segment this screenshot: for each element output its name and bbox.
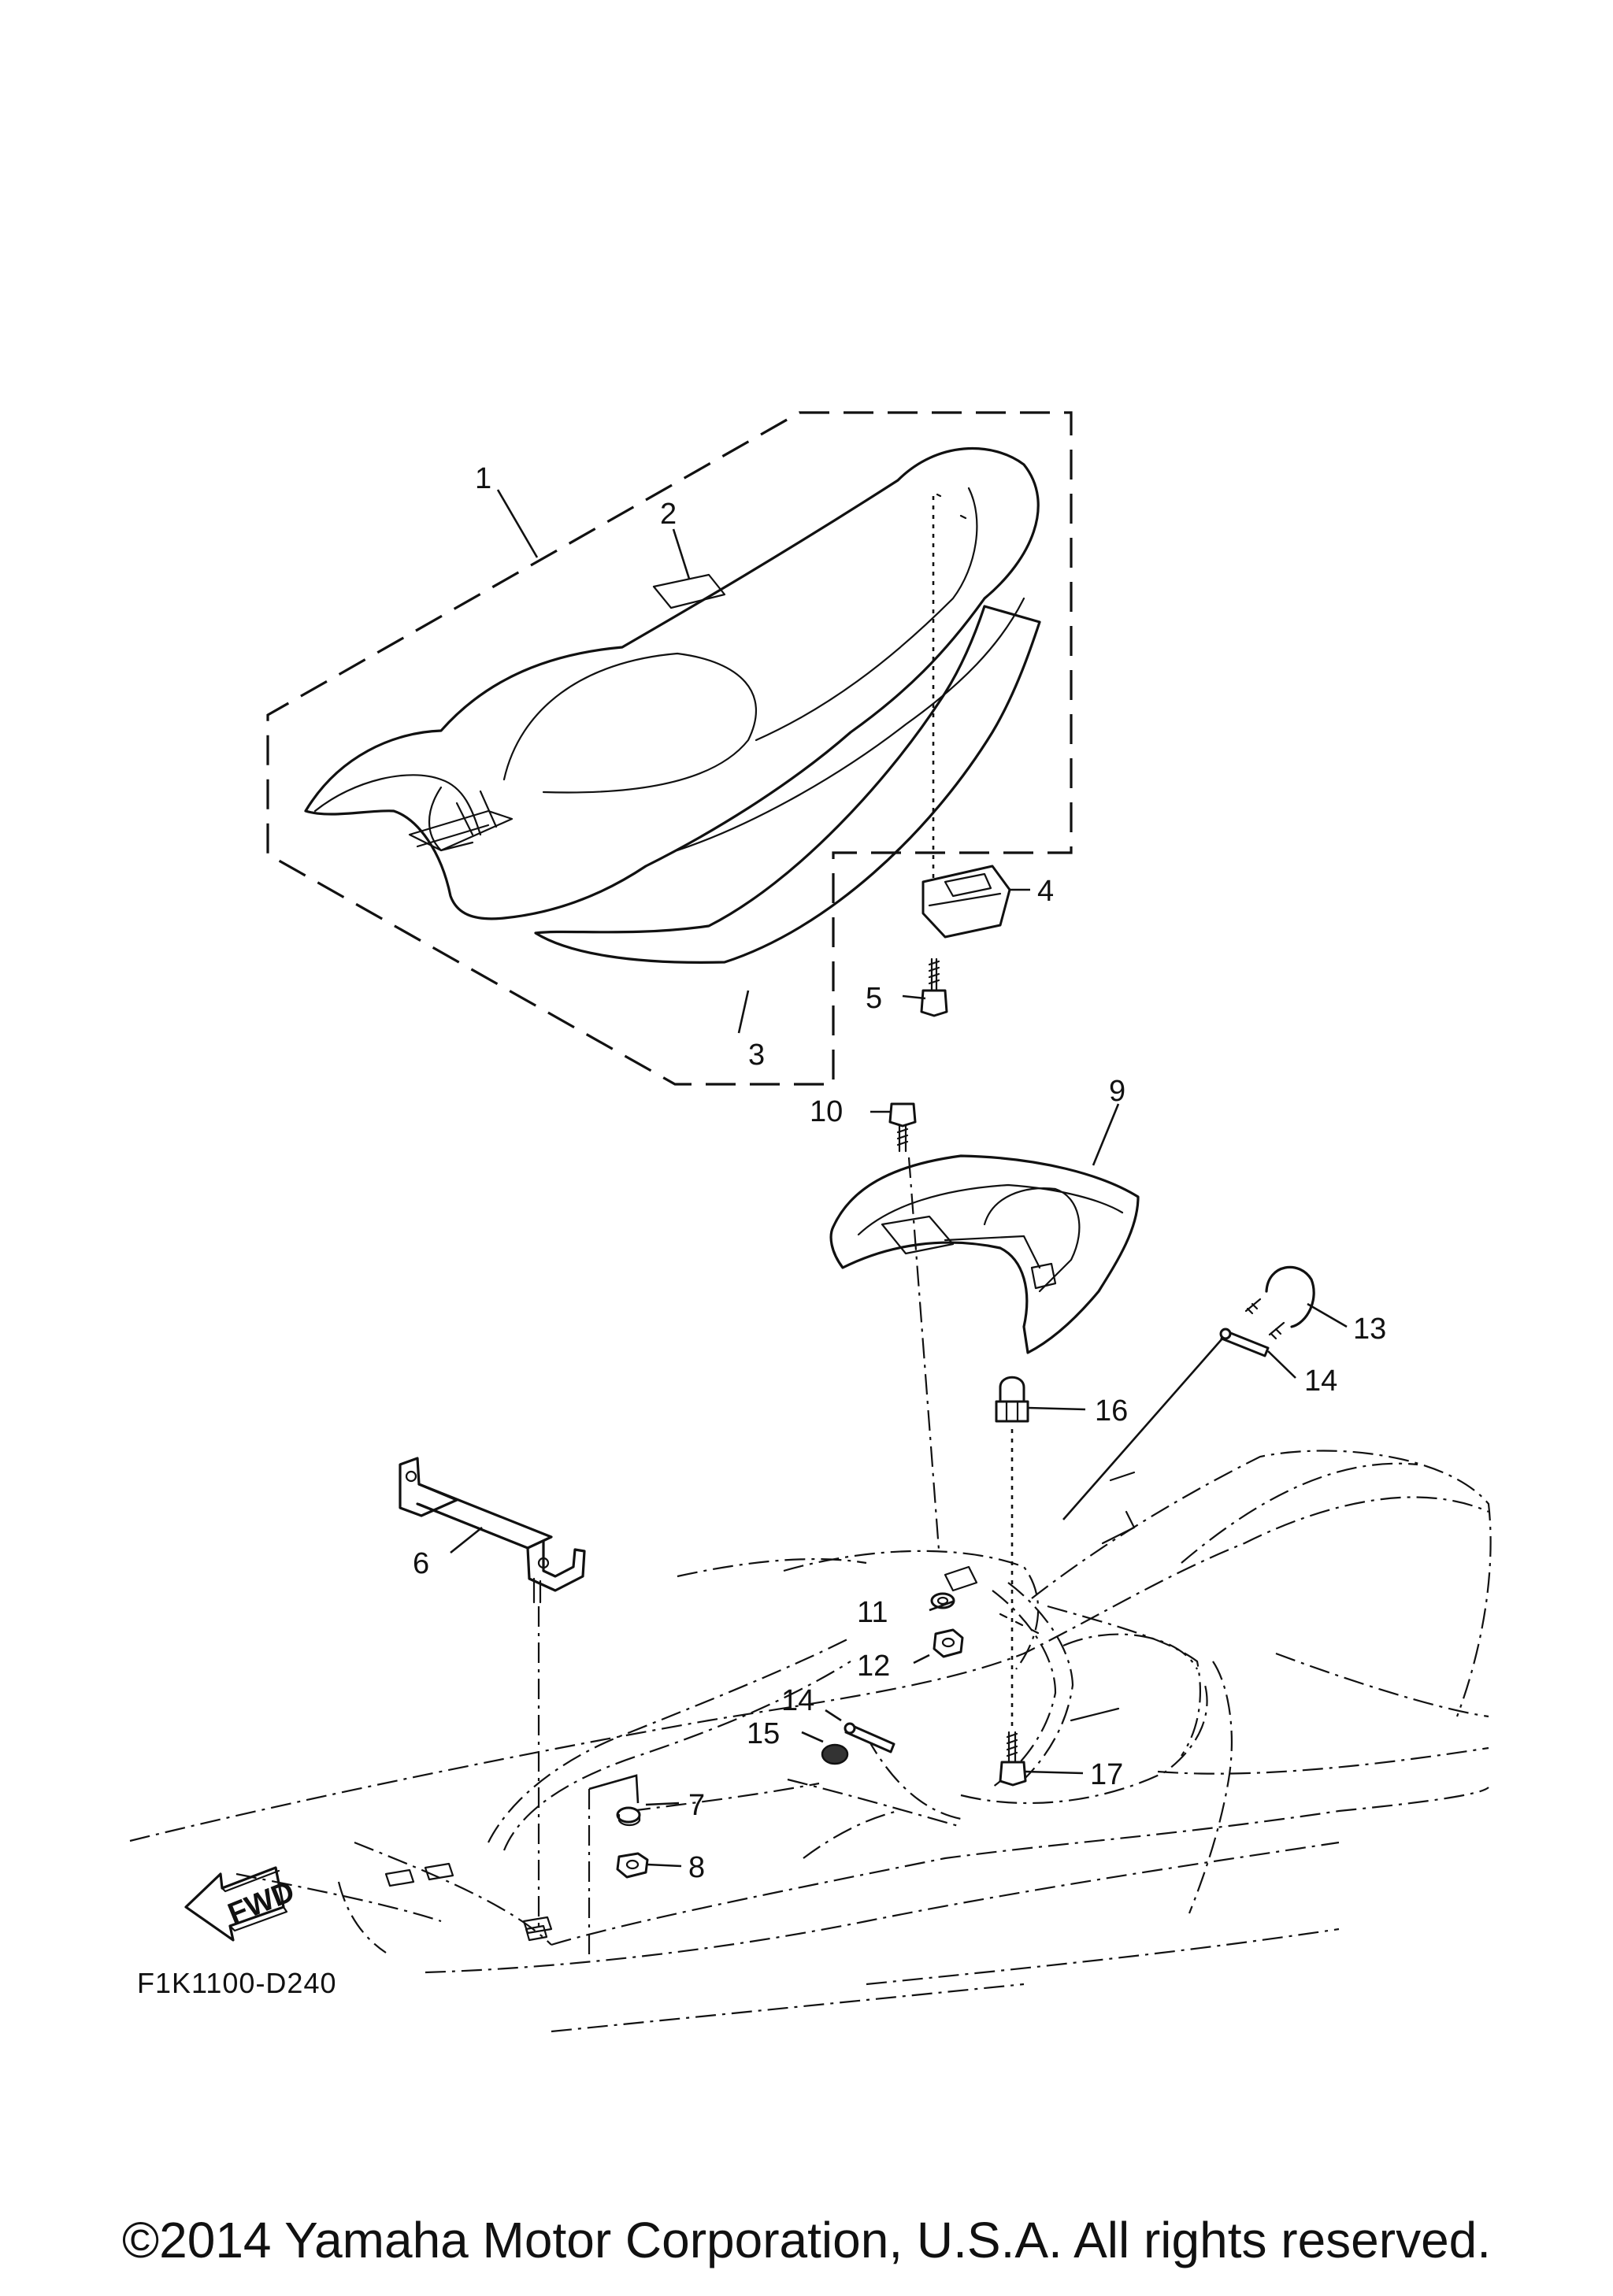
callout-6: 6 [413,1547,429,1580]
callout-10: 10 [810,1095,843,1128]
callout-11: 11 [857,1596,888,1629]
forward-direction-arrow: FWD [184,1866,299,1942]
callout-12: 12 [857,1650,890,1683]
washer-part-7[interactable] [616,1806,641,1827]
label-part[interactable] [652,573,726,609]
callout-13: 13 [1353,1313,1386,1346]
nut-part-8[interactable] [616,1852,649,1879]
callout-9: 9 [1109,1075,1125,1108]
hull-deck [129,1450,1492,2033]
callout-labels: 1 2 3 4 5 6 7 8 9 10 11 12 13 14 14 15 1… [413,462,1386,1884]
screw-part-10[interactable] [888,1102,917,1153]
pin-part-14-upper[interactable] [1219,1328,1270,1357]
diagram-code: F1K1100-D240 [137,1967,337,1999]
u-bolt-part[interactable] [1244,1265,1315,1340]
stud-location [525,1924,548,1942]
callout-17: 17 [1090,1758,1123,1791]
bracket-part[interactable] [399,1457,586,1604]
trim-strip-part[interactable] [534,605,1041,964]
cap-nut-part[interactable] [995,1376,1029,1423]
callout-7: 7 [688,1789,705,1822]
seat-part[interactable] [304,446,1040,920]
callout-4: 4 [1037,875,1054,908]
callout-14-upper: 14 [1304,1365,1337,1398]
callout-5: 5 [866,982,882,1015]
seat-assembly-boundary [266,411,1073,1086]
hull-marking [384,1862,454,1887]
callout-15: 15 [747,1717,780,1750]
callout-3: 3 [748,1039,765,1072]
bolt-part-17[interactable] [999,1731,1027,1787]
leader-lines [450,489,1348,1868]
pin-part-14-lower[interactable] [844,1722,895,1753]
callout-16: 16 [1095,1394,1128,1428]
rear-cover-part[interactable] [829,1154,1140,1354]
seat-lock-part[interactable] [921,865,1011,939]
callout-2: 2 [660,498,677,531]
callout-8: 8 [688,1851,705,1884]
bolt-part-5[interactable] [920,957,948,1017]
knob-part-15[interactable] [821,1743,849,1765]
callout-14-lower: 14 [781,1684,814,1717]
nut-part-12[interactable] [933,1628,964,1658]
callout-1: 1 [475,462,491,495]
copyright-notice: ©2014 Yamaha Motor Corporation, U.S.A. A… [121,2212,1492,2268]
